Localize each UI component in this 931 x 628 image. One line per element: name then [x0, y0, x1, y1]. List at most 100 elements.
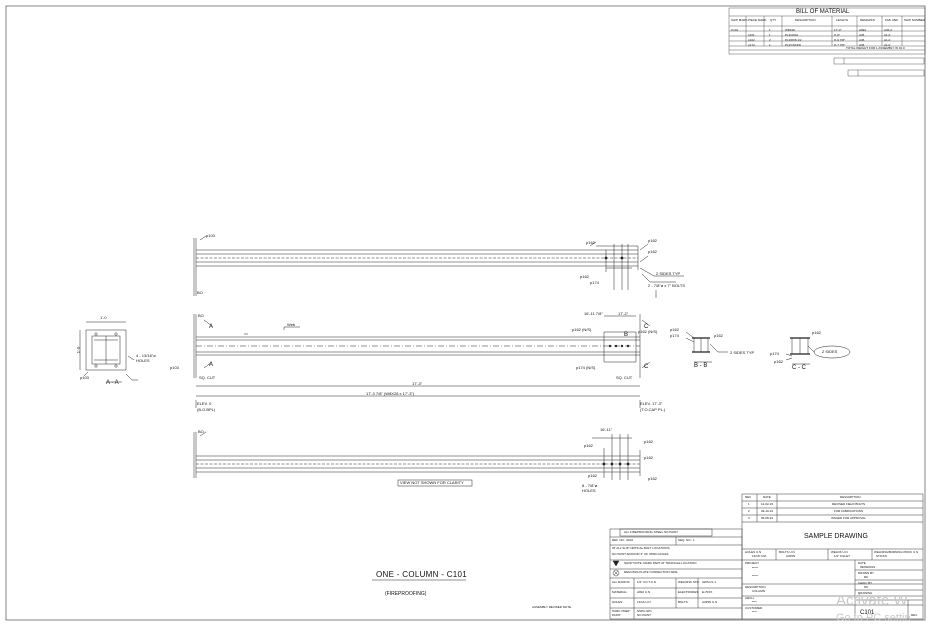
- bom-row: C101 1 W8X28 17'-3" A992 A36-2: [729, 27, 925, 32]
- title-block-grid: [741, 493, 924, 620]
- bom-total: TOTAL WEIGHT FOR 1 ASSEMBLY W 32.0: [846, 46, 905, 50]
- tb-drawing-no-label: DRAWING: [858, 591, 873, 595]
- tb-desc-value: COLUMN: [752, 589, 766, 593]
- aa-dim-top: 1'-0: [100, 315, 107, 320]
- bom-cell: PL3/8X8 1/2: [785, 37, 802, 42]
- bom-header-piece-mark: PIECE MARK: [748, 18, 767, 22]
- label-bolts-top: 2 - 7/8"ø x 7" BOLTS: [648, 283, 685, 288]
- cc-label: C - C: [792, 365, 806, 371]
- rev-cell: 12-02-19: [761, 502, 774, 506]
- bom-cell: A36-2: [884, 27, 893, 32]
- bom-cell: p101: [748, 32, 755, 37]
- bom-cell: A1-0: [884, 32, 891, 37]
- bom-grid: [728, 7, 926, 77]
- label-p162-top-a: p162: [586, 240, 595, 245]
- label-dim-17: 17'-2": [618, 311, 629, 316]
- activation-watermark-line-1: Activate W: [836, 592, 908, 609]
- cc-sides: 2 SIDES: [822, 349, 838, 354]
- label-sq-cut-left: SQ. CUT: [199, 375, 216, 380]
- bom-cell: 0'-9": [834, 32, 840, 37]
- bom-row: p101 1 PL3/4X10 0'-9" A36 A1-0: [729, 32, 925, 37]
- bb-label: B - B: [694, 363, 708, 369]
- bom-row: p174 1 PL3/16X3/8 0'-7 7/8" A36 A1-0: [729, 42, 925, 47]
- bom-header-ship-mark: SHIP MARK: [731, 18, 748, 22]
- section-mark-c-bottom: C: [644, 364, 649, 370]
- label-p162-bottom-e: p162: [648, 476, 657, 481]
- bom-cell: A36: [859, 37, 865, 42]
- section-mark-c-top: C: [644, 324, 649, 330]
- label-dim-16: 16'-11 7/8": [584, 311, 603, 316]
- main-title: ONE - COLUMN - C101: [376, 570, 468, 579]
- tb-arch-value: ****: [752, 600, 757, 604]
- bom-cell: A36: [859, 32, 865, 37]
- notes-shop-note: SHOP NOTE: MARK PART AT TRIANGLE LOCATIO…: [624, 561, 697, 565]
- label-p162-bottom-a: p162: [584, 443, 593, 448]
- drawing-title: SAMPLE DRAWING: [804, 533, 868, 540]
- rev-header-description: DESCRIPTION: [840, 495, 861, 499]
- notes-material-value: A992 U.N: [637, 590, 651, 594]
- label-p162-top-c: p162: [648, 249, 657, 254]
- label-holes-note: 8 - 7/8"ø HOLES: [582, 483, 598, 493]
- bom-cell: 1: [769, 27, 771, 32]
- notes-line-2: NO PAINT AROUND 3" OF OPEN HOLES: [612, 552, 669, 556]
- bom-header-qty: QTY: [770, 18, 777, 22]
- bom-cell: A1-0: [884, 37, 891, 42]
- tb-project-value: *****: [752, 566, 758, 570]
- section-mark-b: B: [624, 332, 629, 338]
- notes-holes: HOLES:: [612, 600, 624, 604]
- bom-cell: PL3/4X10: [785, 32, 799, 37]
- aa-holes: 4 - 13/16"ø HOLES: [136, 353, 156, 363]
- label-sq-cut-right: SQ. CUT: [616, 375, 633, 380]
- tb-welds-label: WELDS U.N: [831, 550, 848, 554]
- section-a-a: [79, 321, 138, 383]
- bottom-elevation: [193, 431, 641, 487]
- notes-welding-value: AWS D1.1: [702, 580, 716, 584]
- label-p162-top-b: p162: [648, 238, 657, 243]
- rev-cell: 2: [748, 509, 750, 513]
- tb-customer-label: CUSTOMER: [745, 606, 763, 610]
- rev-header-date: DATE: [763, 495, 771, 499]
- bom-cell: 0'-9 7/8": [834, 37, 845, 42]
- notes-seq-no: SEQ. NO.: 1: [678, 538, 695, 542]
- bb-sides: 2 SIDES TYP: [730, 350, 755, 355]
- notes-grid: [609, 528, 743, 620]
- label-p162-top-d: p162: [580, 274, 589, 279]
- tb-drawn-value: RK: [864, 575, 869, 579]
- sheet-border: [5, 5, 926, 621]
- tb-rev-label: REV.: [911, 613, 918, 617]
- rev-header-rev: REV: [745, 495, 752, 499]
- tb-drawn-label: DRAWN BY: [858, 571, 875, 575]
- bb-plate-2: p174: [670, 333, 679, 338]
- rev-cell: 1: [748, 502, 750, 506]
- middle-elevation: [193, 314, 651, 408]
- section-b-b: [685, 331, 728, 363]
- aa-label: A - A: [106, 380, 119, 386]
- bom-cell: A992: [859, 27, 867, 32]
- label-dim-bottom: 16'-11": [600, 427, 613, 432]
- tb-welding-proc-label: WELDING/BURNING PROC U.N: [874, 550, 919, 554]
- tb-bolts-value: A325N: [786, 554, 796, 558]
- bom-header-remarks: REMARKS: [860, 18, 875, 22]
- label-ends-bottom: BO: [198, 429, 204, 434]
- bom-header-description: DESCRIPTION: [795, 18, 816, 22]
- bom-title: BILL OF MATERIAL: [796, 9, 850, 15]
- label-p174-ns: p174 (N/S): [576, 365, 596, 370]
- notes-radius-value: 1/2" CO.T.U.N: [637, 580, 656, 584]
- top-elevation: [193, 235, 684, 298]
- label-p103-top: p103: [206, 233, 215, 238]
- notes-denotes: DENOTES PLATE CONNECTION SIDE: [624, 570, 678, 574]
- notes-holes-value: 13/16 U.N: [637, 600, 651, 604]
- label-p103-mid: p103: [170, 365, 179, 370]
- bom-header-ship-number: SHIP NUMBER: [904, 18, 925, 22]
- bom-cell: 0'-7 7/8": [834, 42, 845, 47]
- label-elev-left: ELEV. 0: [197, 401, 212, 406]
- notes-line-1: AT ALL SLIP CRITICAL BOLT LOCATIONS,: [612, 546, 671, 550]
- rev-cell: FOR FABRICATIONS: [834, 509, 863, 513]
- tb-welds-value: 1/4" FILLET: [834, 554, 850, 558]
- rev-cell: 09-10-19: [761, 509, 774, 513]
- bom-cell: 1: [769, 42, 771, 47]
- bom-header-length: LENGTH: [836, 18, 849, 22]
- tb-desc-label: DESCRIPTION: [745, 585, 766, 589]
- notes-bolts-value: A325N U.N: [702, 600, 718, 604]
